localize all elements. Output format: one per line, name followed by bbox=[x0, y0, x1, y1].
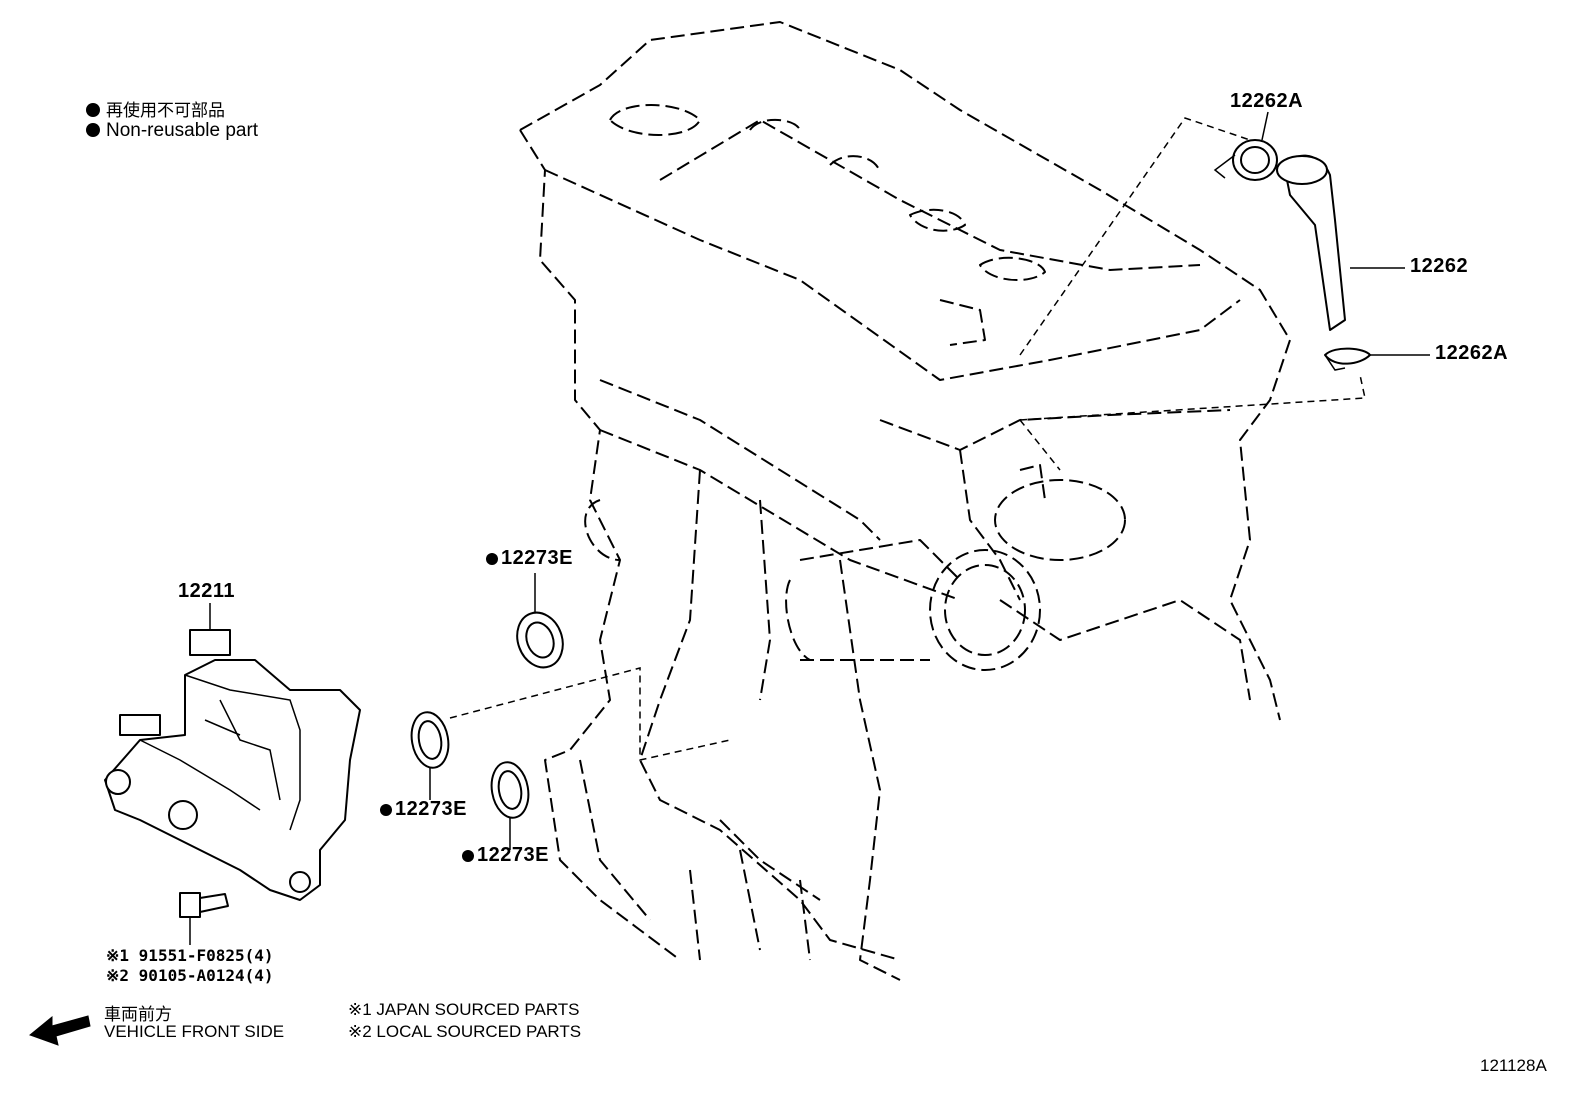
label-gasket-lower: 12273E bbox=[462, 844, 549, 867]
direction-en: VEHICLE FRONT SIDE bbox=[104, 1022, 285, 1041]
label-gasket-left: 12273E bbox=[380, 798, 467, 821]
oil-separator bbox=[104, 603, 361, 901]
hose-clip-bottom bbox=[1324, 347, 1371, 371]
pcv-port bbox=[939, 299, 1126, 561]
oil-filler-cap bbox=[785, 539, 1041, 671]
front-arrow-icon bbox=[28, 1015, 91, 1046]
label-gasket-upper: 12273E bbox=[486, 547, 573, 570]
gasket-left bbox=[410, 711, 450, 800]
gasket-upper bbox=[516, 573, 564, 669]
breather-hose bbox=[1276, 154, 1346, 331]
label-hose: 12262 bbox=[1410, 255, 1469, 277]
leader-lines bbox=[1261, 111, 1430, 356]
engine-outline bbox=[519, 21, 1291, 981]
separator-bolt bbox=[179, 892, 229, 945]
bolt-part-2: ※2 90105-A0124(4) bbox=[106, 966, 274, 985]
hose-clip-top bbox=[1213, 139, 1278, 181]
non-reusable-icon bbox=[380, 804, 392, 816]
label-clip-top: 12262A bbox=[1230, 90, 1304, 112]
legend-en: Non-reusable part bbox=[86, 120, 258, 142]
gasket-lower bbox=[490, 761, 530, 850]
non-reusable-icon bbox=[486, 553, 498, 565]
figure-id: 121128A bbox=[1480, 1056, 1547, 1075]
non-reusable-icon bbox=[462, 850, 474, 862]
sourcing-note-2: ※2 LOCAL SOURCED PARTS bbox=[348, 1022, 582, 1041]
direction-jp: 車両前方 bbox=[104, 1005, 172, 1024]
reference-lines bbox=[449, 117, 1366, 761]
bullet-icon bbox=[86, 123, 100, 137]
legend-jp: 再使用不可部品 bbox=[86, 96, 225, 121]
bolt-part-1: ※1 91551-F0825(4) bbox=[106, 946, 274, 965]
label-clip-bottom: 12262A bbox=[1435, 342, 1509, 364]
sourcing-note-1: ※1 JAPAN SOURCED PARTS bbox=[348, 1000, 580, 1019]
label-separator: 12211 bbox=[178, 580, 236, 602]
bullet-icon bbox=[86, 103, 100, 117]
